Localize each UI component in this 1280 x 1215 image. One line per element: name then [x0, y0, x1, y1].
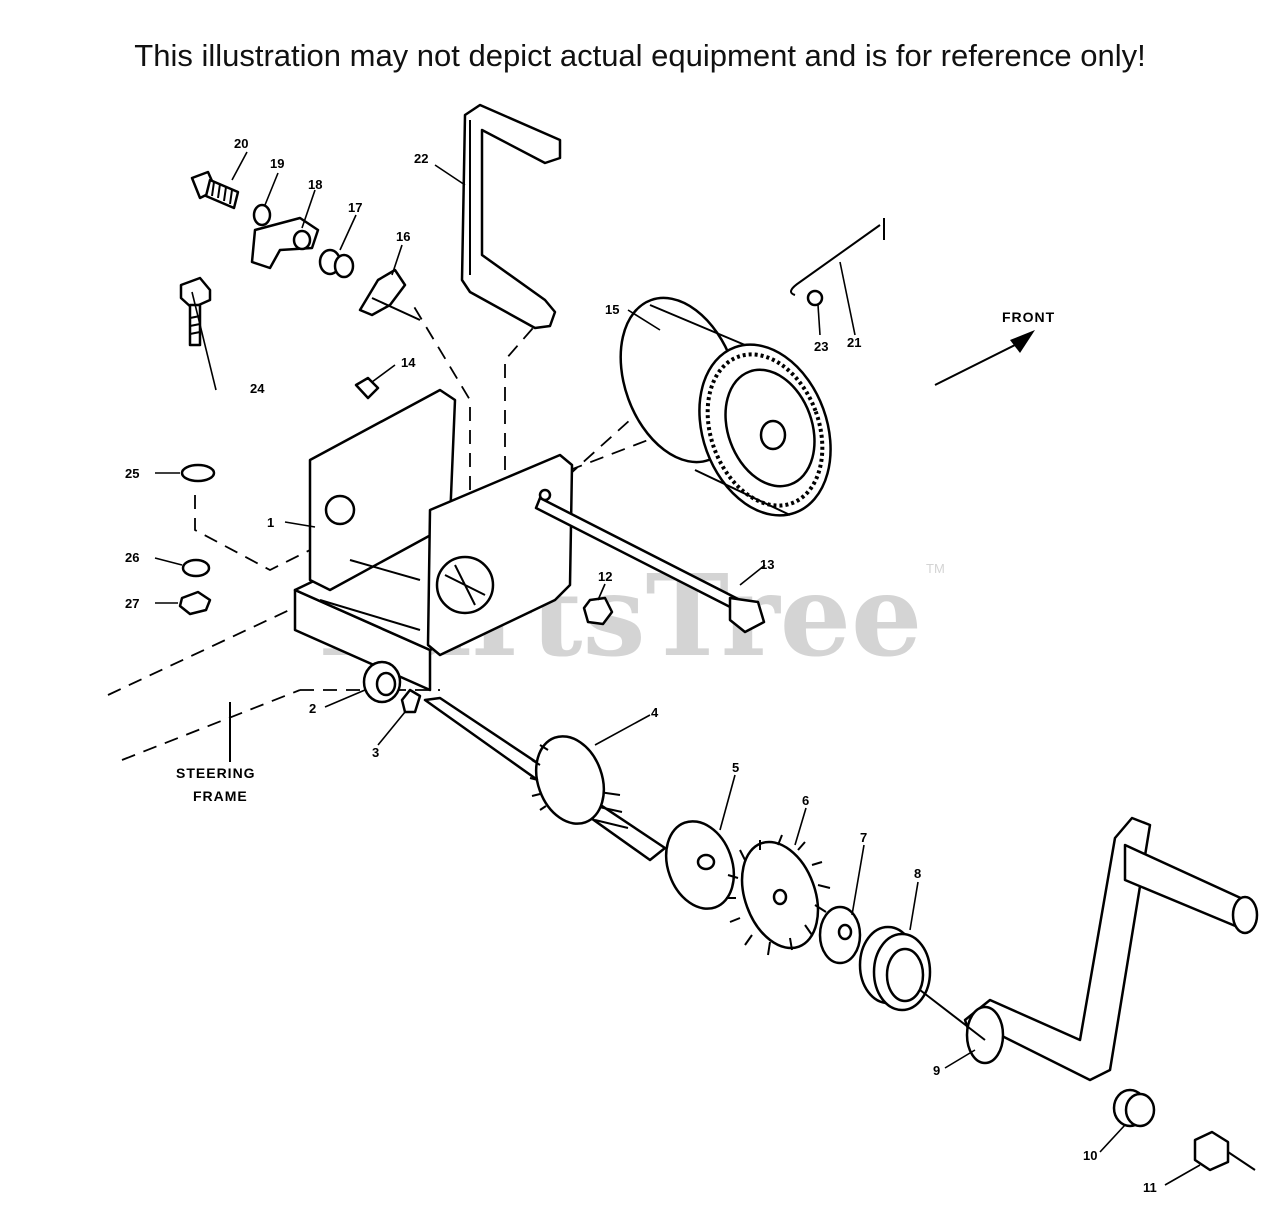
callout-8: 8: [914, 866, 921, 881]
disclaimer-text: This illustration may not depict actual …: [134, 38, 1146, 73]
frame-label-line2: FRAME: [193, 788, 248, 804]
callout-5: 5: [732, 760, 739, 775]
callout-23: 23: [814, 339, 828, 354]
callout-2: 2: [309, 701, 316, 716]
callout-27: 27: [125, 596, 139, 611]
part-15-pulley: [619, 296, 832, 517]
part-2-bushing: [362, 660, 402, 704]
callout-17: 17: [348, 200, 362, 215]
front-arrow: FRONT: [934, 309, 1055, 386]
part-12-nut: [582, 596, 614, 626]
part-17-spacer: [318, 248, 355, 279]
callout-7: 7: [860, 830, 867, 845]
part-7-washer: [818, 905, 862, 965]
part-16-spring-clip: [358, 268, 407, 317]
part-callouts: 20 19 18 17 16 22 24 25 26 27 1 14 15 23…: [125, 136, 1157, 1195]
callout-15: 15: [605, 302, 619, 317]
part-5-washer: [664, 820, 736, 910]
steering-frame-label: STEERING FRAME: [176, 702, 256, 804]
part-27-nut: [178, 590, 212, 616]
part-20-bolt: [190, 170, 240, 210]
part-11-cap-nut: [1193, 1130, 1256, 1172]
callout-11: 11: [1143, 1180, 1157, 1195]
callout-10: 10: [1083, 1148, 1097, 1163]
part-21-rod: [790, 218, 885, 296]
trademark-text: TM: [926, 561, 945, 576]
part-22-bracket: [460, 103, 562, 330]
callout-22: 22: [414, 151, 428, 166]
part-14-clip: [354, 376, 380, 400]
callout-4: 4: [651, 705, 659, 720]
callout-3: 3: [372, 745, 379, 760]
callout-19: 19: [270, 156, 284, 171]
callout-16: 16: [396, 229, 410, 244]
part-1-bracket-assembly: [293, 388, 574, 692]
callout-6: 6: [802, 793, 809, 808]
part-23-nut: [806, 289, 824, 307]
part-19-washer: [252, 203, 272, 227]
part-25-washer: [180, 463, 216, 483]
part-8-bearing: [858, 925, 932, 1012]
callout-21: 21: [847, 335, 861, 350]
part-13-bolt: [534, 496, 766, 634]
callout-9: 9: [933, 1063, 940, 1078]
part-16-spring-clip-line: [371, 297, 421, 321]
callout-18: 18: [308, 177, 322, 192]
callout-25: 25: [125, 466, 139, 481]
callout-12: 12: [598, 569, 612, 584]
part-9-crank-handle: [919, 816, 1259, 1082]
callout-26: 26: [125, 550, 139, 565]
callout-24: 24: [250, 381, 265, 396]
frame-label-line1: STEERING: [176, 765, 256, 781]
callout-13: 13: [760, 557, 774, 572]
callout-1: 1: [267, 515, 274, 530]
part-10-nut: [1112, 1088, 1156, 1128]
part-3-clip: [400, 688, 422, 714]
part-18-link-hole: [292, 229, 312, 251]
part-6-sprocket: [726, 834, 831, 956]
callout-14: 14: [401, 355, 416, 370]
part-24-bolt: [179, 276, 212, 347]
leader-lines: [154, 151, 1201, 1186]
front-label: FRONT: [1002, 309, 1055, 325]
callout-20: 20: [234, 136, 248, 151]
part-4-pinion: [529, 735, 606, 825]
part-26-washer: [181, 558, 211, 578]
